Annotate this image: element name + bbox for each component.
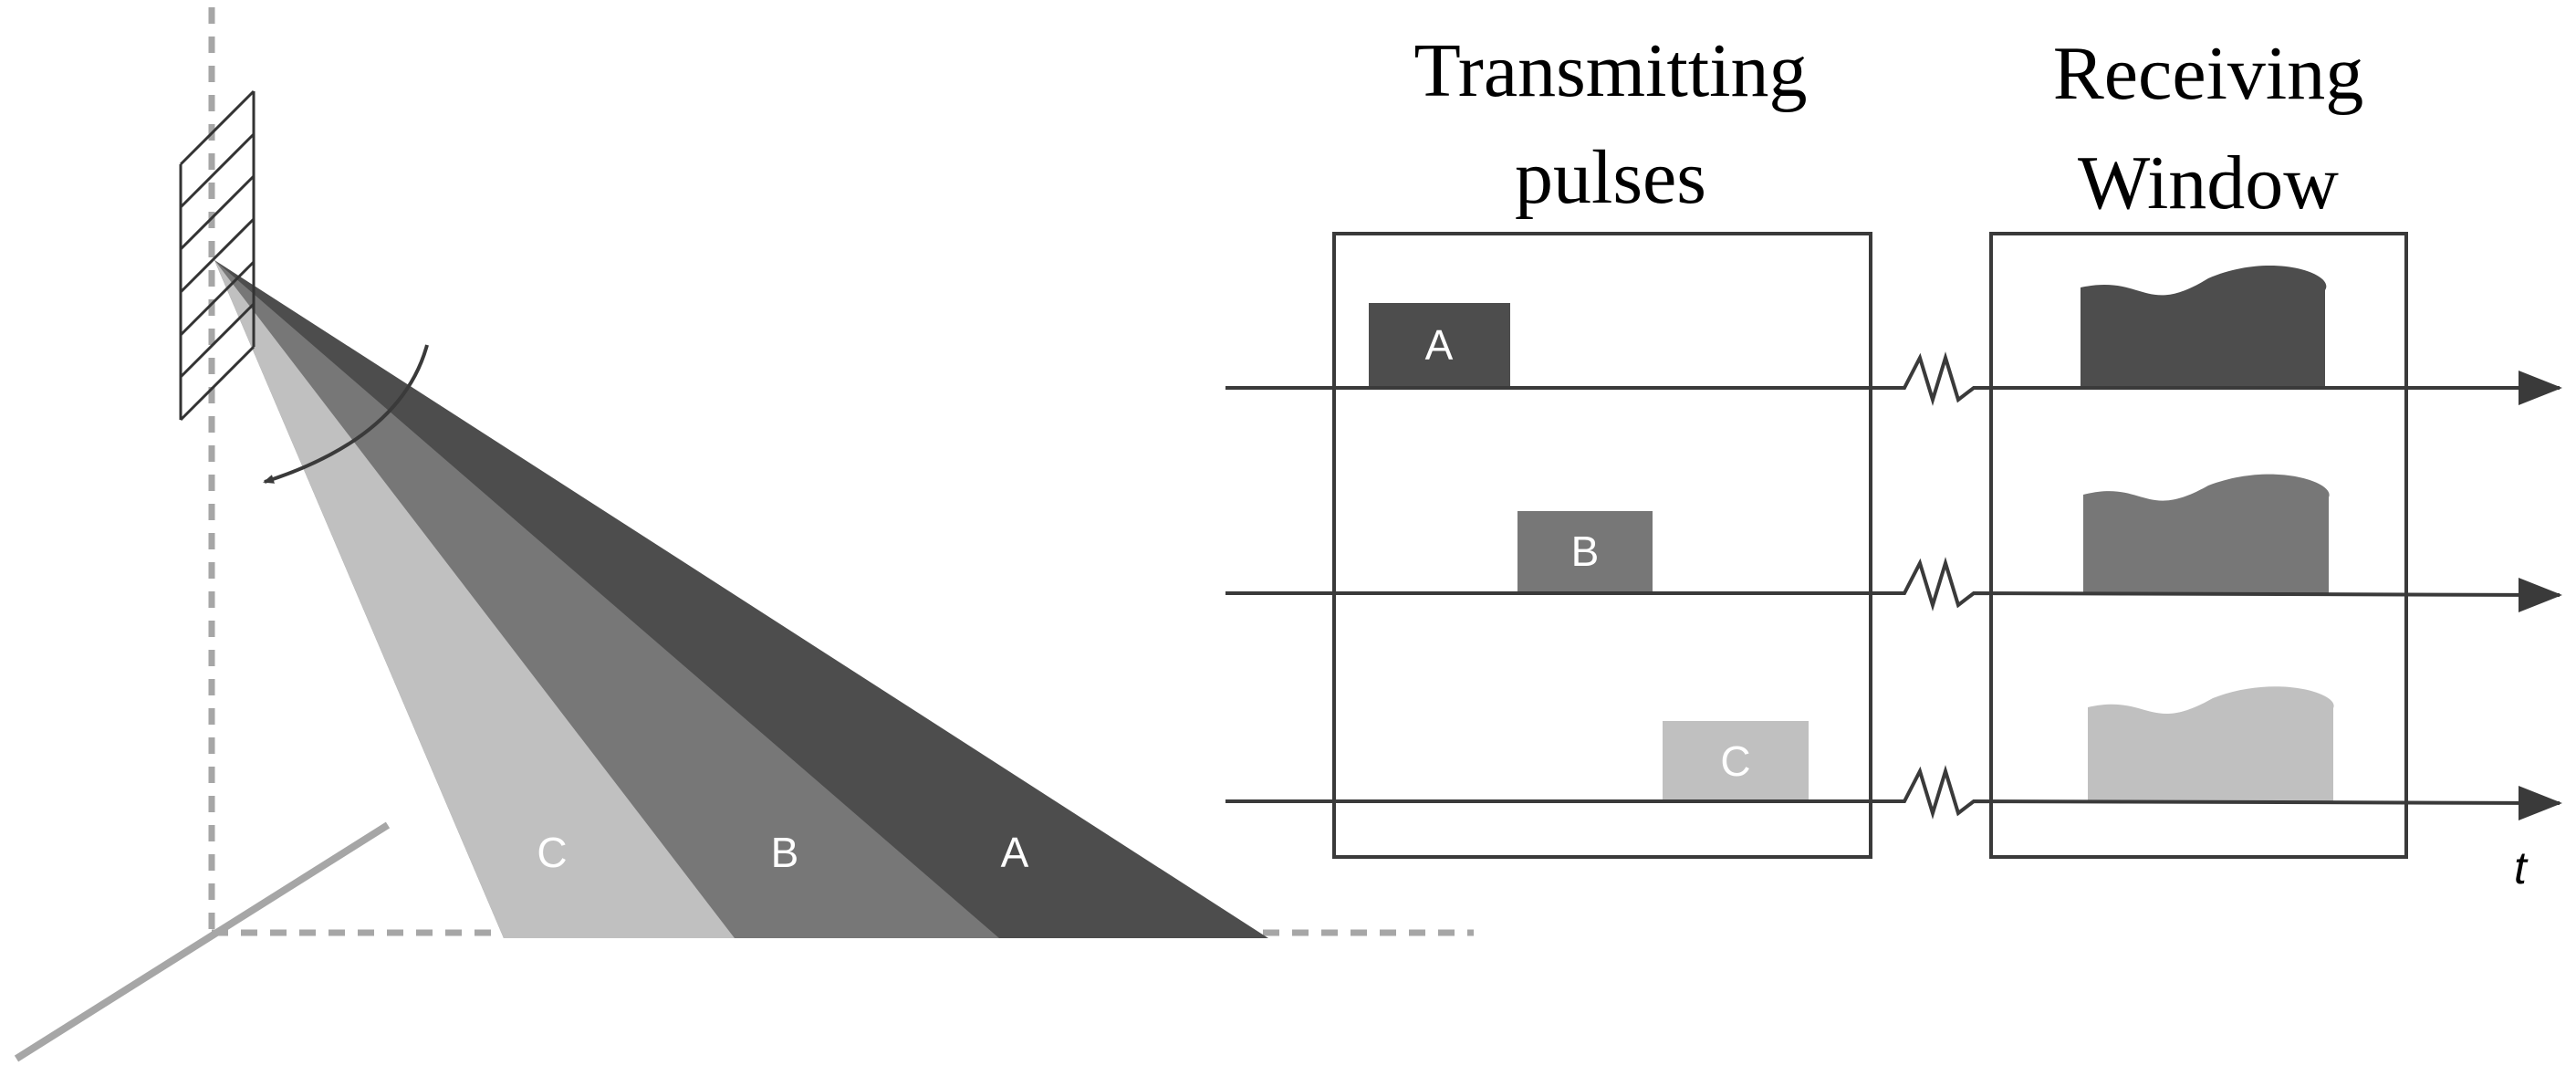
beam-illustration: C B A [14, 7, 1474, 1062]
scan-direction-arrow-icon [263, 344, 429, 484]
pulse-b [1517, 511, 1653, 593]
beam-b [214, 260, 999, 938]
transmitting-heading-line1: Transmitting [1414, 28, 1808, 113]
timeline-b-arrowhead [2519, 578, 2562, 612]
time-axis-label: t [2514, 842, 2529, 893]
timeline-c [1225, 765, 2560, 820]
echo-c [2088, 686, 2334, 801]
receiving-heading-line1: Receiving [2053, 31, 2364, 116]
pulse-c [1663, 721, 1809, 801]
transmitting-heading-line2: pulses [1515, 135, 1706, 220]
timeline-a-arrowhead [2519, 371, 2562, 405]
beam-c [214, 260, 735, 938]
receiving-heading-line2: Window [2078, 141, 2339, 225]
diagonal-axis [14, 821, 391, 1062]
transmitting-box [1332, 232, 1872, 859]
pulse-label-b: B [1571, 528, 1600, 575]
timeline-b [1225, 557, 2560, 611]
beam-label-b: B [771, 829, 799, 876]
pulse-label-a: A [1425, 321, 1454, 369]
echo-a [2081, 266, 2327, 388]
antenna-array [179, 89, 256, 422]
beam-label-c: C [537, 829, 567, 876]
receiving-window-box [1989, 232, 2408, 859]
pulse-label-c: C [1720, 737, 1750, 785]
timeline-c-arrowhead [2519, 786, 2562, 820]
timing-diagram: Transmitting pulses Receiving Window A B… [1225, 28, 2562, 893]
timeline-a [1225, 351, 2560, 406]
echo-b [2083, 474, 2330, 593]
beam-label-a: A [1001, 829, 1029, 876]
pulse-a [1369, 303, 1510, 388]
